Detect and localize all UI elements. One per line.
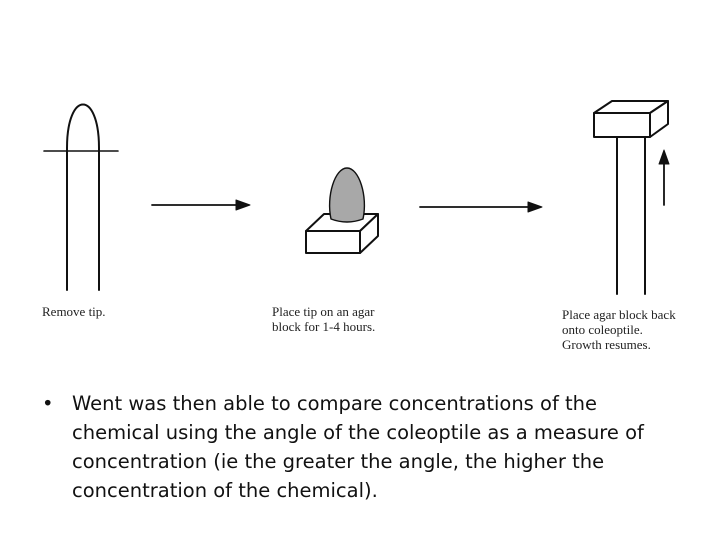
bullet-point: • Went was then able to compare concentr… (42, 389, 682, 505)
bullet-text: Went was then able to compare concentrat… (72, 392, 644, 502)
step-2-caption: Place tip on an agar block for 1-4 hours… (272, 304, 376, 334)
arrow-right-2 (419, 201, 543, 213)
step-1-caption: Remove tip. (42, 304, 106, 319)
agar-block-with-tip (305, 167, 379, 254)
went-experiment-diagram (43, 100, 670, 295)
bullet-marker: • (42, 392, 54, 415)
step-3-caption: Place agar block back onto coleoptile. G… (562, 307, 676, 352)
coleoptile-with-agar-block (593, 100, 669, 295)
coleoptile-with-tip (43, 103, 119, 291)
arrow-right-1 (151, 199, 251, 211)
growth-arrow-up-icon (658, 149, 670, 206)
coleoptile-tip (328, 167, 366, 223)
